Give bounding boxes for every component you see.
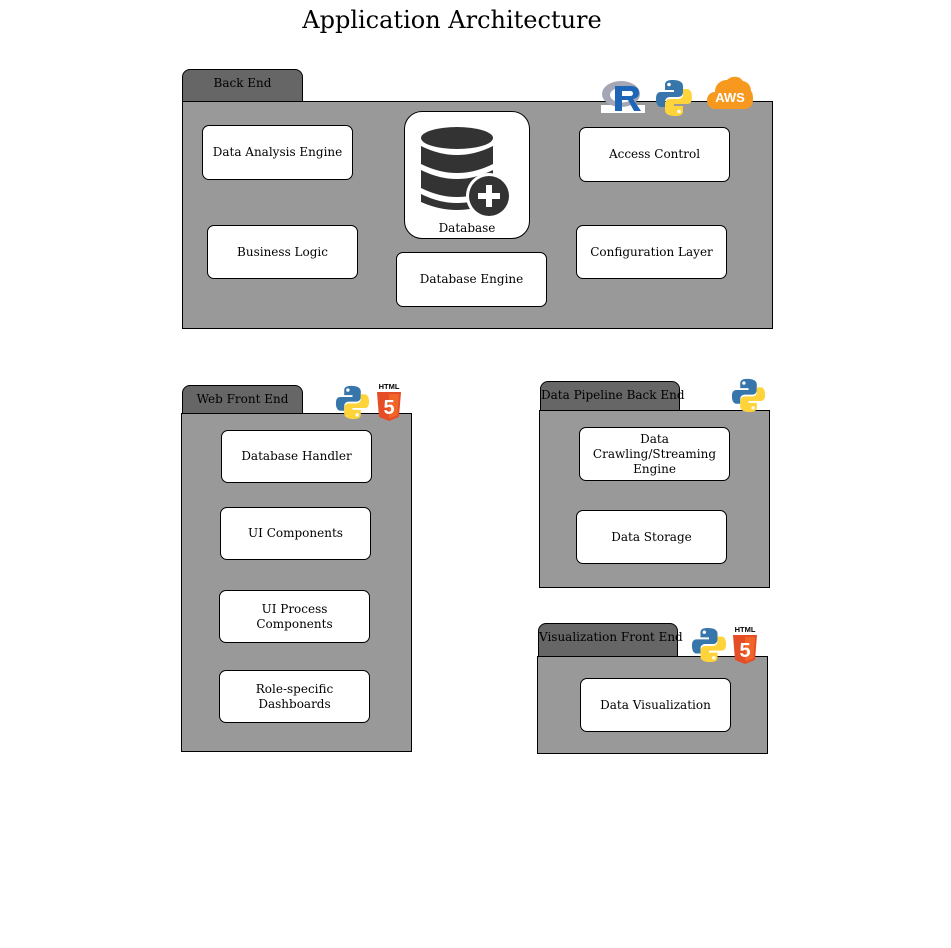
access-control-label: Access Control	[608, 147, 701, 161]
database-handler-label: Database Handler	[241, 449, 352, 463]
html5-digit: 5	[739, 640, 750, 662]
data-visualization-label: Data Visualization	[600, 697, 711, 712]
back-end-tab-label: Back End	[213, 76, 272, 90]
ui-process-components-box: UI Process Components	[219, 590, 370, 643]
database-engine-box: Database Engine	[396, 252, 547, 307]
ui-components-label: UI Components	[248, 526, 343, 540]
visualization-tab-label: Visualization Front End	[539, 630, 683, 644]
business-logic-label: Business Logic	[237, 244, 328, 259]
aws-logo-text: AWS	[715, 90, 745, 105]
role-dashboards-label: Role-specific Dashboards	[255, 681, 334, 711]
data-analysis-engine-box: Data Analysis Engine	[202, 125, 353, 180]
python-logo-icon	[691, 627, 727, 663]
python-logo-icon	[335, 385, 370, 420]
database-plus-icon	[420, 126, 514, 218]
database-box: Database	[404, 111, 530, 239]
business-logic-box: Business Logic	[207, 225, 358, 279]
role-dashboards-box: Role-specific Dashboards	[219, 670, 370, 723]
html5-word: HTML	[379, 382, 400, 391]
configuration-layer-box: Configuration Layer	[576, 225, 727, 279]
access-control-box: Access Control	[579, 127, 730, 182]
aws-logo-icon: AWS	[706, 73, 754, 111]
visualization-tab: Visualization Front End	[538, 623, 683, 658]
html5-word: HTML	[735, 625, 756, 634]
web-front-end-tab-label: Web Front End	[196, 392, 289, 406]
web-front-end-tab: Web Front End	[182, 385, 303, 415]
crawling-engine-label: Data Crawling/Streaming Engine	[592, 431, 717, 476]
ui-components-box: UI Components	[220, 507, 371, 560]
database-engine-label: Database Engine	[419, 272, 524, 286]
crawling-engine-box: Data Crawling/Streaming Engine	[579, 427, 730, 481]
data-storage-box: Data Storage	[576, 510, 727, 564]
html5-logo-icon: HTML 5	[375, 382, 403, 422]
data-storage-label: Data Storage	[611, 529, 692, 544]
data-analysis-engine-label: Data Analysis Engine	[212, 145, 343, 159]
data-visualization-box: Data Visualization	[580, 678, 731, 732]
r-logo-icon	[601, 79, 645, 113]
configuration-layer-label: Configuration Layer	[590, 244, 713, 259]
data-pipeline-tab: Data Pipeline Back End	[540, 381, 685, 412]
back-end-tab: Back End	[182, 69, 303, 103]
data-pipeline-tab-label: Data Pipeline Back End	[541, 388, 685, 402]
diagram-title: Application Architecture	[302, 6, 602, 34]
python-logo-icon	[731, 378, 766, 413]
database-label: Database	[438, 221, 496, 235]
ui-process-components-label: UI Process Components	[256, 601, 333, 631]
html5-digit: 5	[383, 397, 394, 419]
python-logo-icon	[655, 79, 693, 117]
html5-logo-icon: HTML 5	[731, 625, 759, 665]
database-handler-box: Database Handler	[221, 430, 372, 483]
